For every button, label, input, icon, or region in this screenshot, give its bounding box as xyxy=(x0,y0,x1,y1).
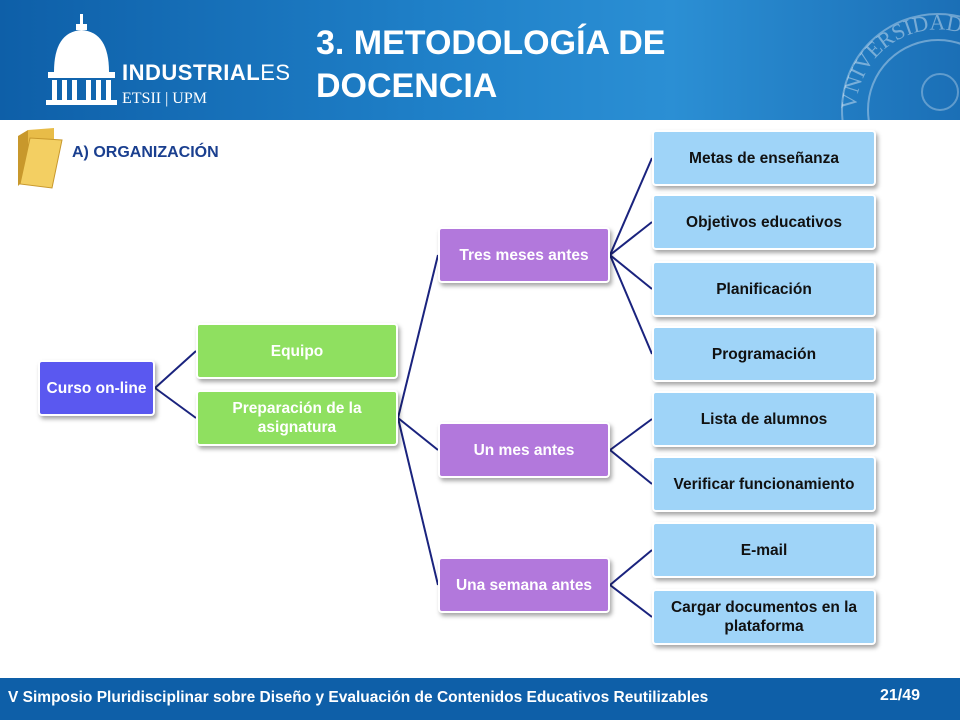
connector-tres-planificacion xyxy=(609,254,653,290)
node-metas: Metas de enseñanza xyxy=(652,130,876,186)
connector-prep-tres xyxy=(397,254,439,419)
node-un-mes: Un mes antes xyxy=(438,422,610,478)
connector-tres-programacion xyxy=(609,254,653,355)
node-verificar: Verificar funcionamiento xyxy=(652,456,876,512)
page-title-line2: DOCENCIA xyxy=(316,67,498,105)
node-cargar: Cargar documentos en la plataforma xyxy=(652,589,876,645)
node-objetivos: Objetivos educativos xyxy=(652,194,876,250)
connector-tres-metas xyxy=(609,157,653,256)
footer-bar xyxy=(0,678,960,720)
section-label: A) ORGANIZACIÓN xyxy=(72,144,219,161)
university-seal: VNIVERSIDAD xyxy=(836,10,960,120)
connector-semana-cargar xyxy=(609,584,653,618)
footer-text: V Simposio Pluridisciplinar sobre Diseño… xyxy=(8,689,709,706)
connector-mes-lista xyxy=(609,418,653,451)
connector-prep-mes xyxy=(397,417,439,451)
node-root: Curso on-line xyxy=(38,360,155,416)
page-number: 21/49 xyxy=(880,687,921,704)
node-planificacion: Planificación xyxy=(652,261,876,317)
node-equipo: Equipo xyxy=(196,323,398,379)
connector-mes-verificar xyxy=(609,449,653,485)
page-title: 3. METODOLOGÍA DE DOCENCIA xyxy=(316,22,665,108)
logo-name: INDUSTRIALES xyxy=(122,60,291,86)
logo-name-thin: ES xyxy=(260,60,291,85)
connector-prep-semana xyxy=(397,417,439,586)
header-banner xyxy=(0,0,960,120)
logo: INDUSTRIALES ETSII | UPM xyxy=(44,14,304,110)
folder-icon xyxy=(18,128,63,189)
dome-icon xyxy=(46,14,117,105)
node-una-semana: Una semana antes xyxy=(438,557,610,613)
node-email: E-mail xyxy=(652,522,876,578)
connector-root-preparacion xyxy=(154,387,197,419)
connector-tres-objetivos xyxy=(609,221,653,256)
connector-root-equipo xyxy=(154,350,197,389)
connector-semana-email xyxy=(609,549,653,586)
node-lista-alumnos: Lista de alumnos xyxy=(652,391,876,447)
node-preparacion: Preparación de la asignatura xyxy=(196,390,398,446)
node-tres-meses: Tres meses antes xyxy=(438,227,610,283)
logo-subtitle: ETSII | UPM xyxy=(122,90,207,107)
node-programacion: Programación xyxy=(652,326,876,382)
logo-name-bold: INDUSTRIAL xyxy=(122,60,261,85)
page-title-line1: 3. METODOLOGÍA DE xyxy=(316,24,666,62)
